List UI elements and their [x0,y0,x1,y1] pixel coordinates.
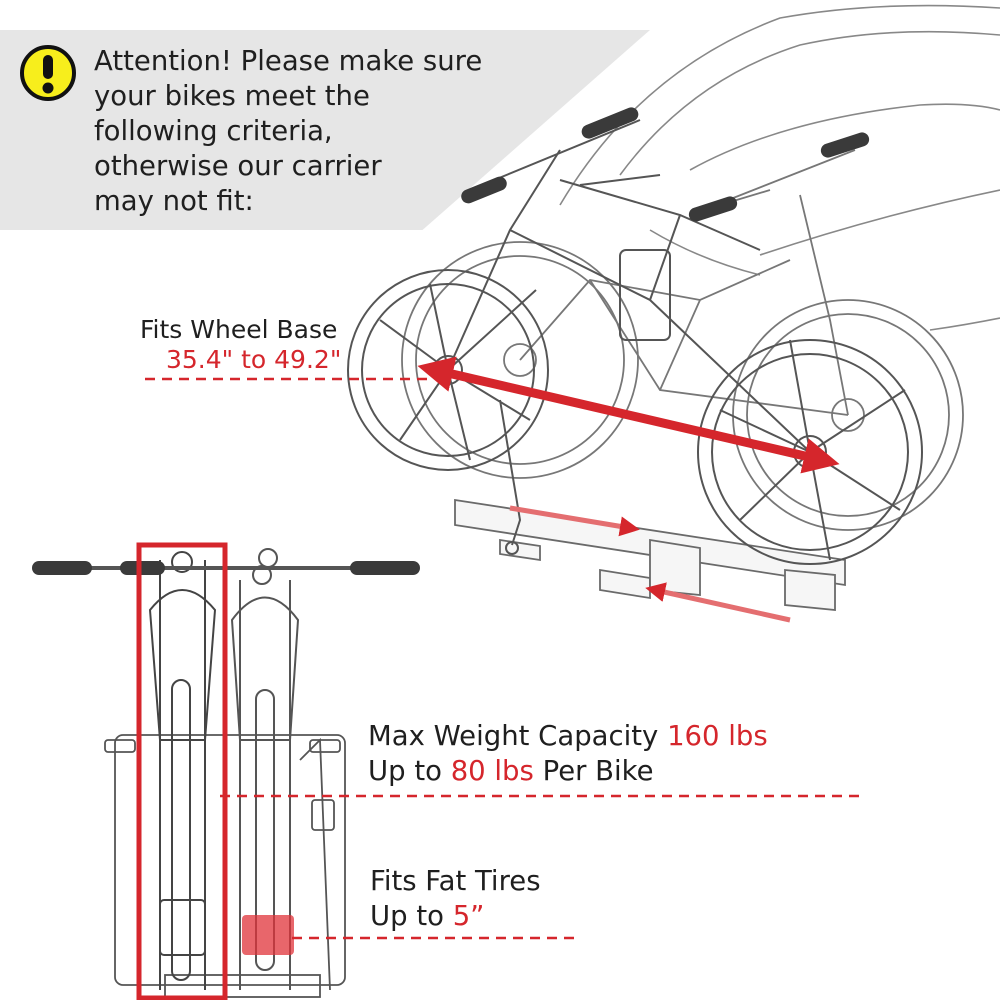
weight-per-bike-prefix: Up to [368,755,451,787]
car-outline [559,4,1000,331]
front-bike [347,119,923,565]
weight-capacity-value: 160 lbs [667,720,768,752]
rack-rear-view [104,734,346,998]
notice-line: following criteria, [94,115,333,147]
fat-tire-highlight [242,915,294,955]
weight-per-bike-line: Up to 80 lbs Per Bike [368,754,654,788]
fat-tires-line: Up to 5” [370,899,484,933]
notice-line: may not fit: [94,185,254,217]
front-bike-grips [461,107,870,222]
notice-line: otherwise our carrier [94,150,382,182]
hitch-rack-top [454,498,846,611]
wheelbase-range: 35.4" to 49.2" [166,345,342,374]
weight-capacity-label: Max Weight Capacity [368,720,668,752]
weight-per-bike-value: 80 lbs [450,755,534,787]
rear-bike [401,149,964,531]
notice-text: Attention! Please make sure your bikes m… [94,44,482,219]
wheelbase-title: Fits Wheel Base [140,315,338,344]
notice-line: your bikes meet the [94,80,370,112]
exclamation-icon [20,45,76,101]
slide-arrows [509,505,791,623]
wheel-highlight-box [136,542,228,1000]
notice-line: Attention! Please make sure [94,45,483,77]
weight-capacity-line: Max Weight Capacity 160 lbs [368,719,768,753]
fat-tires-prefix: Up to [370,900,453,932]
rear-view-bike-left [148,551,217,990]
fat-tires-value: 5” [452,900,485,932]
weight-per-bike-suffix: Per Bike [533,755,654,787]
callout-lines [145,377,865,940]
fat-tires-title: Fits Fat Tires [370,865,541,897]
wheelbase-arrow [417,356,840,474]
